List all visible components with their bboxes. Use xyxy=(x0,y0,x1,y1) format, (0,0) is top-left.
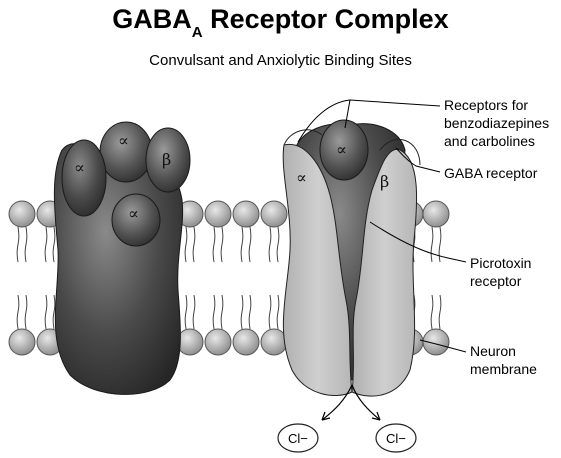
label-benzo-line3: and carbolines xyxy=(444,133,535,149)
right-beta-label: β xyxy=(380,172,389,191)
lipid-tail-4-0-0 xyxy=(213,227,215,262)
lipid-tail-4-0-1 xyxy=(221,227,223,262)
lipid-tail-8-1-1 xyxy=(439,295,441,329)
left-alpha-top-label: ∝ xyxy=(118,131,129,150)
lipid-head-lower-5 xyxy=(233,329,259,355)
chloride-ion-left: Cl− xyxy=(278,424,318,452)
lipid-tail-8-1-0 xyxy=(431,295,433,329)
lipid-head-upper-4 xyxy=(205,201,231,227)
lipid-head-lower-0 xyxy=(9,329,35,355)
left-beta-label: β xyxy=(162,150,171,169)
lipid-tail-0-1-0 xyxy=(17,295,19,329)
lipid-tail-6-1-1 xyxy=(277,295,279,329)
label-picrotoxin-line1: Picrotoxin xyxy=(470,255,531,271)
lipid-tail-3-0-0 xyxy=(185,227,187,262)
lipid-tail-6-0-1 xyxy=(277,227,279,262)
label-benzo-line1: Receptors for xyxy=(444,97,528,113)
lipid-tail-6-0-0 xyxy=(269,227,271,262)
right-alpha-top-label: ∝ xyxy=(336,140,347,159)
lipid-tail-5-1-0 xyxy=(241,295,243,329)
label-picrotoxin-line2: receptor xyxy=(470,273,522,289)
left-alpha-center-label: ∝ xyxy=(128,204,139,223)
label-neuron-line2: membrane xyxy=(470,361,537,377)
lipid-tail-1-0-0 xyxy=(45,227,47,262)
left-alpha-side-subunit xyxy=(62,140,106,216)
chloride-ion-left-label: Cl− xyxy=(288,431,308,446)
lipid-head-lower-4 xyxy=(205,329,231,355)
lipid-head-lower-3 xyxy=(177,329,203,355)
lipid-tail-1-1-1 xyxy=(53,295,55,329)
lipid-tail-3-0-1 xyxy=(193,227,195,262)
lipid-tail-4-1-0 xyxy=(213,295,215,329)
chloride-ion-right: Cl− xyxy=(376,424,416,452)
annotation-labels: Receptors for benzodiazepines and carbol… xyxy=(444,97,549,377)
lipid-tail-5-1-1 xyxy=(249,295,251,329)
lipid-tail-5-0-1 xyxy=(249,227,251,262)
lipid-tail-0-0-0 xyxy=(17,227,19,262)
lipid-tail-1-1-0 xyxy=(45,295,47,329)
lipid-tail-8-0-1 xyxy=(439,227,441,262)
lipid-tail-8-0-0 xyxy=(431,227,433,262)
label-gaba-receptor: GABA receptor xyxy=(444,165,538,181)
right-alpha-side-label: ∝ xyxy=(296,168,307,187)
lipid-tail-5-0-0 xyxy=(241,227,243,262)
lipid-head-upper-5 xyxy=(233,201,259,227)
lipid-tail-0-1-1 xyxy=(25,295,27,329)
lipid-tail-6-1-0 xyxy=(269,295,271,329)
lipid-head-lower-6 xyxy=(261,329,287,355)
lipid-head-upper-0 xyxy=(9,201,35,227)
label-neuron-line1: Neuron xyxy=(470,343,516,359)
lipid-tail-3-1-1 xyxy=(193,295,195,329)
lipid-tail-3-1-0 xyxy=(185,295,187,329)
left-receptor: ∝ ∝ β ∝ xyxy=(54,122,190,394)
lipid-tail-1-0-1 xyxy=(53,227,55,262)
chloride-ion-right-label: Cl− xyxy=(386,431,406,446)
left-alpha-side-label: ∝ xyxy=(74,158,85,177)
lipid-head-upper-6 xyxy=(261,201,287,227)
lipid-tail-0-0-1 xyxy=(25,227,27,262)
lipid-head-upper-8 xyxy=(423,201,449,227)
label-benzo-line2: benzodiazepines xyxy=(444,115,549,131)
lipid-tail-4-1-1 xyxy=(221,295,223,329)
right-receptor: ∝ ∝ β xyxy=(283,120,420,396)
